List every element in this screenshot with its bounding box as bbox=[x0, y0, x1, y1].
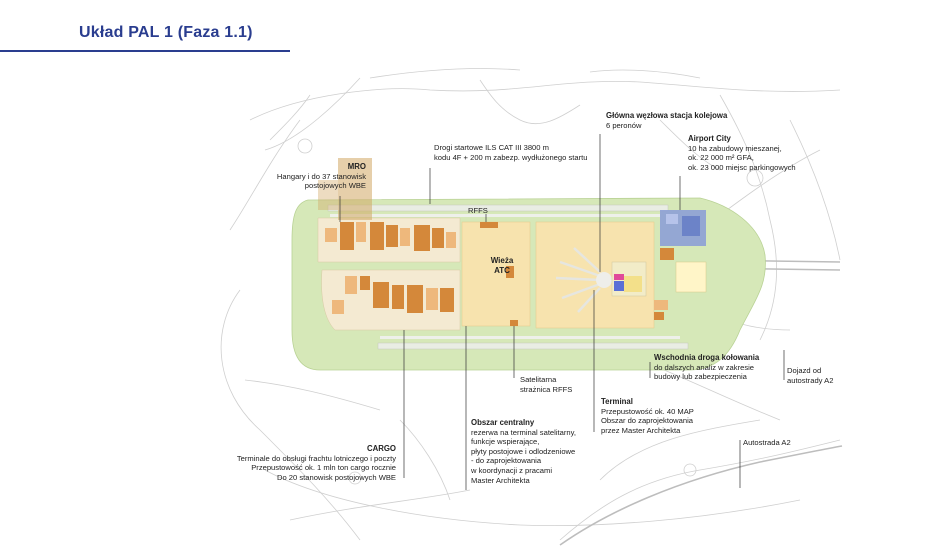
central-area-title: Obszar centralny bbox=[471, 418, 535, 427]
terminal-label: Terminal Przepustowość ok. 40 MAP Obszar… bbox=[601, 397, 694, 435]
mro-label: MRO Hangary i do 37 stanowisk postojowyc… bbox=[277, 162, 366, 191]
leader-lines bbox=[339, 134, 785, 490]
rffs-label: RFFS bbox=[468, 206, 488, 216]
terminal-marker-pink bbox=[614, 274, 624, 280]
highway-label: Autostrada A2 bbox=[743, 438, 791, 448]
main-station-line1: 6 peronów bbox=[606, 120, 642, 130]
runways-line1: Drogi startowe ILS CAT III 3800 m bbox=[434, 143, 549, 152]
main-station-label: Główna węzłowa stacja kolejowa 6 peronów bbox=[606, 111, 727, 130]
airport-city-title: Airport City bbox=[688, 134, 731, 143]
terminal-title: Terminal bbox=[601, 397, 633, 406]
terminal-line2: Obszar do zaprojektowania bbox=[601, 416, 694, 426]
central-area bbox=[461, 221, 531, 327]
central-area-line4: - do zaprojektowania bbox=[471, 456, 542, 466]
satellite-rffs-line1: Satelitarna bbox=[520, 375, 557, 384]
runways bbox=[327, 204, 689, 350]
east-taxiway-line1: do dalszych analiz w zakresie bbox=[654, 362, 755, 372]
central-area-line5: w koordynacji z pracami bbox=[471, 465, 553, 475]
central-area-line6: Master Architekta bbox=[471, 475, 530, 485]
runways-line2: kodu 4F + 200 m zabezp. wydłużonego star… bbox=[434, 152, 588, 162]
tower-label: Wieża ATC bbox=[482, 256, 522, 275]
central-area-line2: funkcje wspierające, bbox=[471, 437, 540, 447]
highway-access-line2: autostrady A2 bbox=[787, 375, 834, 385]
terminal-marker-yellow bbox=[624, 276, 642, 292]
cargo-label: CARGO Terminale do obsługi frachtu lotni… bbox=[237, 444, 396, 482]
cargo-line2: Przepustowość ok. 1 mln ton cargo roczni… bbox=[251, 463, 396, 473]
mro-line1: Hangary i do 37 stanowisk bbox=[276, 171, 366, 181]
rffs-building bbox=[480, 222, 498, 228]
cargo-line1: Terminale do obsługi frachtu lotniczego … bbox=[236, 453, 396, 463]
mro-line2: postojowych WBE bbox=[304, 181, 366, 191]
highway-line1: Autostrada A2 bbox=[743, 438, 791, 447]
runways-label: Drogi startowe ILS CAT III 3800 m kodu 4… bbox=[434, 143, 587, 162]
east-taxiway-title: Wschodnia droga kołowania bbox=[654, 353, 760, 362]
central-area-label: Obszar centralny rezerwa na terminal sat… bbox=[471, 418, 576, 485]
airport-city bbox=[654, 210, 707, 320]
east-taxiway-line2: budowy lub zabezpieczenia bbox=[654, 372, 747, 382]
terminal-piers bbox=[555, 247, 601, 313]
terminal-line3: przez Master Architekta bbox=[601, 425, 681, 435]
airport-city-label: Airport City 10 ha zabudowy mieszanej, o… bbox=[688, 134, 796, 172]
satellite-rffs-line2: strażnica RFFS bbox=[520, 384, 573, 394]
satellite-rffs-building bbox=[510, 320, 518, 326]
central-area-line3: płyty postojowe i odlodzeniowe bbox=[471, 446, 576, 456]
airport-city-line2: ok. 22 000 m² GFA, bbox=[688, 153, 754, 163]
page-title: Układ PAL 1 (Faza 1.1) bbox=[79, 24, 253, 41]
highway-access-line1: Dojazd od bbox=[787, 366, 822, 375]
central-area-line1: rezerwa na terminal satelitarny, bbox=[471, 427, 576, 437]
highway-access-label: Dojazd od autostrady A2 bbox=[787, 366, 833, 385]
cargo-title: CARGO bbox=[366, 444, 396, 453]
title-divider bbox=[0, 50, 290, 52]
airport-city-line1: 10 ha zabudowy mieszanej, bbox=[688, 143, 782, 153]
terminal-line1: Przepustowość ok. 40 MAP bbox=[601, 406, 694, 416]
mro-title: MRO bbox=[347, 162, 366, 171]
terminal-hub bbox=[596, 272, 612, 288]
west-campus bbox=[317, 158, 461, 331]
satellite-rffs-label: Satelitarna strażnica RFFS bbox=[520, 375, 572, 394]
cargo-line3: Do 20 stanowisk postojowych WBE bbox=[276, 472, 396, 482]
rffs-title: RFFS bbox=[468, 206, 488, 215]
airport-city-line3: ok. 23 000 miejsc parkingowych bbox=[688, 162, 796, 172]
tower-line2: ATC bbox=[494, 265, 510, 275]
terminal-marker-blue bbox=[614, 281, 624, 291]
main-station-title: Główna węzłowa stacja kolejowa bbox=[606, 111, 728, 120]
tower-building bbox=[506, 266, 514, 278]
tower-line1: Wieża bbox=[490, 256, 514, 265]
east-taxiway-label: Wschodnia droga kołowania do dalszych an… bbox=[654, 353, 759, 382]
